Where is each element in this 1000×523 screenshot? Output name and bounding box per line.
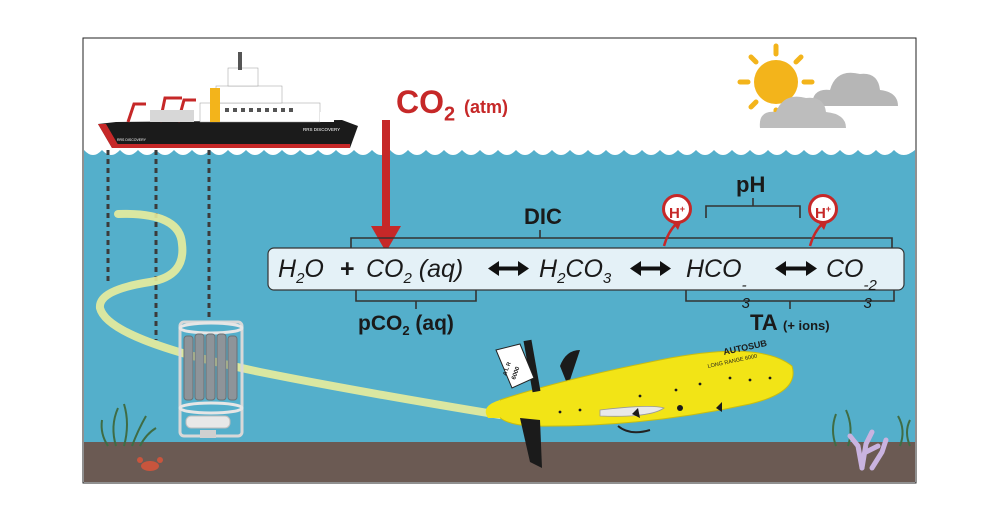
cloud-icon	[759, 72, 898, 128]
pco2-text: pCO	[358, 312, 403, 335]
aq-co2-text: CO	[366, 255, 404, 283]
bicarbonate-term: HCO-3	[686, 248, 752, 312]
equilibrium-arrows	[488, 261, 817, 276]
carbonate-charge: -2	[863, 277, 877, 294]
ship-name-label: RRS DISCOVERY	[303, 127, 340, 132]
carbonic-sub1: 2	[557, 270, 566, 287]
carbonate-text: CO	[826, 255, 864, 283]
pco2-label: pCO2 (aq)	[358, 312, 454, 338]
ta-text: TA	[750, 310, 777, 335]
carbonic-sub2: 3	[602, 270, 612, 287]
auv-fin-label: A L R	[502, 361, 512, 376]
research-ship	[98, 52, 358, 148]
bicarbonate-charge: -	[741, 277, 747, 294]
hydrogen-ion-badge: H+	[808, 194, 838, 224]
bicarbonate-text: HCO	[686, 255, 742, 283]
auv-track	[96, 209, 504, 419]
ship-bow-label: RRS DISCOVERY	[117, 138, 147, 142]
carbonic-co: CO	[565, 255, 603, 283]
aq-co2-note: (aq)	[418, 255, 464, 283]
seaweed-left	[100, 403, 157, 447]
h-ion-charge: +	[825, 204, 832, 214]
auv-fin-model-label: 6000	[511, 365, 521, 380]
sea-surface-waves	[84, 150, 915, 155]
sun-icon	[737, 43, 815, 121]
co2-flux-arrow	[371, 120, 401, 252]
aq-co2-subscript: 2	[403, 270, 412, 287]
carbonate-subscript: 3	[863, 295, 872, 312]
ta-label: TA (+ ions)	[750, 310, 830, 336]
water-subscript: 2	[296, 270, 305, 287]
bicarbonate-subscript: 3	[741, 295, 750, 312]
coral-icon	[847, 429, 889, 471]
seabed	[84, 442, 915, 482]
ship-cables	[106, 150, 211, 340]
carbonic-acid-term: H2CO3	[539, 248, 611, 290]
chemistry-brackets	[350, 198, 895, 309]
co2-text: CO	[396, 84, 444, 120]
plus-sign: +	[340, 255, 355, 283]
crab-icon	[137, 457, 163, 471]
co2-note: (atm)	[464, 97, 509, 117]
water-h: H	[278, 255, 297, 283]
pco2-note: (aq)	[415, 312, 454, 335]
pco2-subscript: 2	[402, 323, 410, 339]
h-ion-text: H	[814, 205, 826, 222]
hydrogen-ion-badge: H+	[662, 194, 692, 224]
aqueous-co2-term: CO2 (aq)	[366, 248, 463, 290]
ph-label: pH	[736, 172, 766, 197]
ta-note: (+ ions)	[783, 318, 830, 333]
atmospheric-co2-label: CO2 (atm)	[396, 84, 508, 126]
autosub-vehicle	[485, 339, 794, 468]
h-ion-charge: +	[679, 204, 686, 214]
ctd-rosette	[178, 320, 244, 438]
carbonic-h: H	[539, 255, 558, 283]
water-term: H2O	[278, 248, 324, 290]
dic-label: DIC	[524, 204, 562, 229]
equation-box	[267, 247, 905, 291]
water-o: O	[304, 255, 324, 283]
seaweed-right	[832, 409, 911, 447]
co2-subscript: 2	[444, 103, 456, 126]
h-ion-text: H	[668, 205, 680, 222]
